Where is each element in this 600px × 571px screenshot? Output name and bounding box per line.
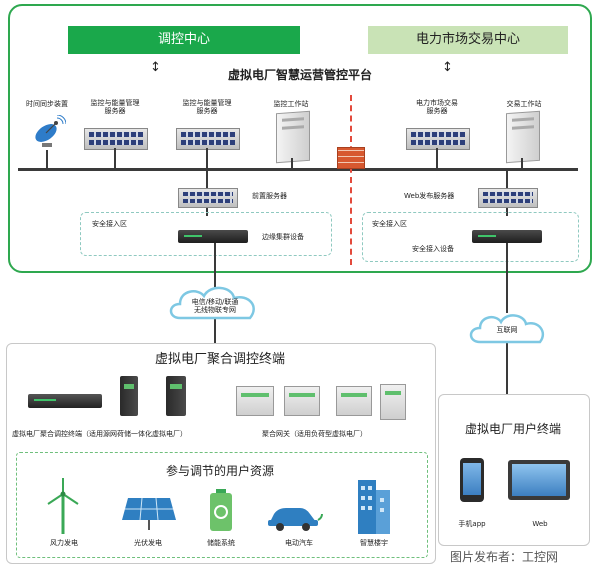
link-to-wireless [214, 243, 216, 287]
resource-label-storage: 储能系统 [207, 539, 235, 547]
control-center-label: 调控中心 [157, 32, 210, 47]
left-access-zone [80, 212, 332, 256]
firewall-icon [337, 147, 365, 169]
monitor-server-1-icon [84, 128, 148, 150]
web-server-label: Web发布服务器 [404, 192, 455, 200]
edge-device-label: 边缘集群设备 [262, 233, 304, 241]
market-center-box: 电力市场交易中心 [368, 26, 568, 54]
resource-label-ev: 电动汽车 [285, 539, 313, 547]
aggregate-terminal-label: 虚拟电厂聚合调控终端（适用源网荷储一体化虚拟电厂） [12, 430, 187, 438]
user-label-app: 手机app [458, 520, 486, 528]
gateway-4-icon [380, 384, 406, 420]
mobile-phone-icon [460, 458, 484, 502]
right-zone-label: 安全接入区 [372, 220, 407, 228]
wireless-cloud-label: 电信/移动/联通 无线物联专网 [191, 298, 239, 315]
web-monitor-icon [508, 460, 570, 500]
connector-v7 [521, 158, 523, 168]
monitor-server-2-icon [176, 128, 240, 150]
internet-cloud-icon [469, 314, 545, 344]
right-access-zone [362, 212, 579, 262]
arrow-left: ↕ [150, 60, 161, 75]
terminal-frame [6, 343, 436, 564]
wireless-cloud-icon [169, 286, 255, 320]
connector-v2 [114, 148, 116, 168]
trade-workstation-label: 交易工作站 [506, 100, 542, 108]
network-bus [18, 168, 578, 171]
monitor-server-2-label: 监控与能量管理 服务器 [182, 99, 232, 116]
time-sync-label: 时间同步装置 [26, 100, 68, 108]
watermark: 图片发布者：工控网 [450, 550, 559, 564]
connector-v5 [436, 148, 438, 168]
arrow-right: ↕ [442, 60, 453, 75]
gateway-3-icon [336, 386, 372, 416]
resource-label-wind: 风力发电 [50, 539, 78, 547]
battery-icon [210, 489, 232, 531]
electric-car-icon [268, 508, 323, 531]
front-server-label: 前置服务器 [252, 192, 287, 200]
aggregate-gateway-label: 聚合网关（适用负荷型虚拟电厂） [262, 430, 367, 438]
resources-frame [16, 452, 428, 558]
wind-turbine-icon [47, 478, 79, 534]
left-zone-label: 安全接入区 [92, 220, 127, 228]
user-terminal-frame [438, 394, 590, 546]
resources-title: 参与调节的用户资源 [165, 464, 274, 478]
monitor-workstation-icon [276, 110, 310, 164]
gateway-2-icon [284, 386, 320, 416]
connector-v4 [291, 158, 293, 168]
control-center-box: 调控中心 [68, 26, 300, 54]
user-terminal-title: 虚拟电厂用户终端 [464, 422, 561, 436]
terminal-title: 虚拟电厂聚合调控终端 [154, 352, 285, 367]
zone-divider [350, 95, 352, 265]
secure-access-device-icon [472, 230, 542, 243]
resource-label-building: 智慧楼宇 [360, 539, 388, 547]
controller-2-icon [166, 376, 186, 416]
web-server-icon [478, 188, 538, 208]
edge-device-icon [178, 230, 248, 243]
link-wireless-to-terminal [214, 318, 216, 344]
market-center-label: 电力市场交易中心 [415, 32, 520, 47]
market-server-label: 电力市场交易 服务器 [416, 99, 458, 116]
link-internet-to-user [506, 342, 508, 394]
secure-access-device-label: 安全接入设备 [412, 245, 454, 253]
resource-label-solar: 光伏发电 [134, 539, 162, 547]
satellite-dish-icon [35, 115, 66, 147]
trade-workstation-icon [506, 110, 540, 164]
monitor-server-1-label: 监控与能量管理 服务器 [90, 99, 140, 116]
connector-v3 [206, 148, 208, 216]
gateway-1-icon [236, 386, 274, 416]
link-to-internet [506, 243, 508, 313]
user-label-web: Web [532, 520, 548, 528]
connector-v1 [46, 150, 48, 168]
monitor-workstation-label: 监控工作站 [273, 100, 309, 108]
market-server-icon [406, 128, 470, 150]
solar-panel-icon [122, 497, 176, 530]
front-server-icon [178, 188, 238, 208]
internet-cloud-label: 互联网 [496, 326, 518, 334]
platform-frame [8, 4, 592, 273]
smart-building-icon [358, 480, 390, 534]
controller-1-icon [120, 376, 138, 416]
platform-title: 虚拟电厂智慧运营管控平台 [227, 68, 372, 82]
aggregate-terminal-icon [28, 394, 102, 408]
